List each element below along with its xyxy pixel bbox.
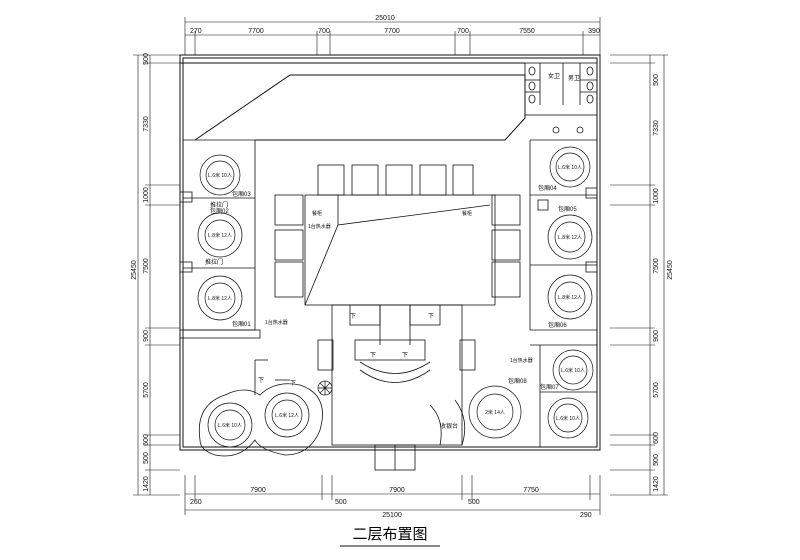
dim-left-seg-7: 500 bbox=[143, 452, 150, 464]
dim-bottom-seg-4: 500 bbox=[468, 499, 480, 506]
left-room-walls bbox=[179, 139, 261, 339]
table-label-r1: L.6米 10人 bbox=[558, 164, 582, 171]
male-wc-label: 男卫 bbox=[568, 75, 580, 82]
stairs-down-label-3: 下 bbox=[370, 352, 376, 359]
dim-left-seg-6: 600 bbox=[143, 434, 150, 446]
dim-top-seg-3: 7700 bbox=[384, 28, 400, 35]
right-room-walls bbox=[529, 139, 598, 447]
dim-right-seg-5: 5700 bbox=[653, 382, 660, 398]
room-label-private-07: 包厢07 bbox=[540, 383, 559, 391]
dim-bottom-total: 25100 bbox=[382, 512, 402, 519]
round-tables bbox=[197, 146, 594, 448]
sliding-door-label-1: 推拉门 bbox=[210, 201, 228, 209]
dim-top-seg-4: 700 bbox=[457, 28, 469, 35]
room-label-private-04: 包厢04 bbox=[538, 184, 557, 192]
table-label-l3: L.8米 12人 bbox=[208, 295, 232, 302]
table-label-l2: L.8米 12人 bbox=[208, 232, 232, 239]
table-label-r3: L.8米 12人 bbox=[558, 294, 582, 301]
dim-right-seg-0: 500 bbox=[653, 74, 660, 86]
stairs-down-label-1: 下 bbox=[350, 313, 356, 320]
water-table-label-3: 1台热水器 bbox=[265, 319, 288, 326]
dim-left-total: 25450 bbox=[131, 260, 138, 280]
dimensions-right bbox=[610, 54, 668, 496]
table-label-r2: L.8米 12人 bbox=[558, 234, 582, 241]
table-label-bl2: L.6米 12人 bbox=[275, 412, 299, 419]
dim-top-seg-1: 7700 bbox=[248, 28, 264, 35]
dim-left-seg-0: 500 bbox=[143, 53, 150, 65]
table-label-r5: L.6米 10人 bbox=[556, 415, 580, 422]
dim-bottom-seg-3: 7900 bbox=[389, 487, 405, 494]
sliding-door-label-2: 推拉门 bbox=[205, 258, 223, 266]
dim-top-seg-6: 390 bbox=[588, 28, 600, 35]
cabinet-label-2: 餐柜 bbox=[462, 210, 472, 217]
dim-right-seg-4: 900 bbox=[653, 330, 660, 342]
dim-right-seg-2: 1000 bbox=[653, 188, 660, 204]
water-table-label-2: 1台热水器 bbox=[510, 357, 533, 364]
cashier-label: 收银台 bbox=[440, 422, 458, 430]
dim-bottom-seg-5: 7750 bbox=[523, 487, 539, 494]
dimensions-bottom bbox=[184, 475, 601, 515]
dim-left-seg-1: 7330 bbox=[143, 116, 150, 132]
outer-walls bbox=[179, 54, 601, 451]
stairs-down-label-6: 下 bbox=[290, 380, 296, 387]
dim-top-total: 25010 bbox=[375, 15, 395, 22]
lobby bbox=[317, 304, 476, 471]
table-label-big: 2米 14人 bbox=[485, 409, 505, 416]
water-table-label-1: 1台热水器 bbox=[308, 223, 331, 230]
dim-right-seg-3: 7500 bbox=[653, 258, 660, 274]
table-label-r4: L.6米 10人 bbox=[561, 367, 585, 374]
stairs-down-label-5: 下 bbox=[258, 377, 264, 384]
cabinet-label-1: 餐柜 bbox=[312, 210, 322, 217]
dim-left-seg-2: 1000 bbox=[143, 187, 150, 203]
dim-right-seg-1: 7330 bbox=[653, 120, 660, 136]
dim-right-total: 25450 bbox=[667, 260, 674, 280]
toilets bbox=[524, 62, 598, 134]
stairs-down-label-4: 下 bbox=[402, 352, 408, 359]
dim-left-seg-4: 900 bbox=[143, 330, 150, 342]
room-label-private-02: 包厢02 bbox=[210, 207, 229, 215]
table-label-l1: L.6米 10人 bbox=[208, 172, 232, 179]
bottom-left-rooms bbox=[198, 359, 323, 457]
dim-right-seg-7: 500 bbox=[653, 454, 660, 466]
dim-top-seg-2: 700 bbox=[318, 28, 330, 35]
plant-icon bbox=[317, 380, 333, 396]
dim-bottom-seg-0: 260 bbox=[190, 499, 202, 506]
stairs-down-label-2: 下 bbox=[428, 313, 434, 320]
dim-top-seg-5: 7550 bbox=[519, 28, 535, 35]
female-wc-label: 女卫 bbox=[548, 72, 560, 80]
drawing-title: 二层布置图 bbox=[352, 525, 427, 543]
dim-left-seg-3: 7500 bbox=[143, 258, 150, 274]
dim-right-seg-6: 600 bbox=[653, 432, 660, 444]
central-hall bbox=[274, 164, 521, 306]
dim-top-seg-0: 270 bbox=[190, 28, 202, 35]
dim-left-seg-5: 5700 bbox=[143, 382, 150, 398]
dim-left-seg-8: 1420 bbox=[143, 476, 150, 492]
dim-bottom-seg-6: 290 bbox=[580, 512, 592, 519]
dim-right-seg-8: 1420 bbox=[653, 476, 660, 492]
room-label-private-06: 包厢06 bbox=[548, 321, 567, 329]
room-label-private-05: 包厢05 bbox=[558, 205, 577, 213]
room-label-private-01: 包厢01 bbox=[232, 320, 251, 328]
room-label-private-08: 包厢08 bbox=[508, 377, 527, 385]
room-label-private-03: 包厢03 bbox=[232, 190, 251, 198]
dimensions-top bbox=[184, 17, 601, 55]
dim-bottom-seg-1: 7900 bbox=[250, 487, 266, 494]
dim-bottom-seg-2: 500 bbox=[335, 499, 347, 506]
table-label-bl1: L.6米 10人 bbox=[218, 422, 242, 429]
dimensions-left bbox=[133, 54, 180, 496]
